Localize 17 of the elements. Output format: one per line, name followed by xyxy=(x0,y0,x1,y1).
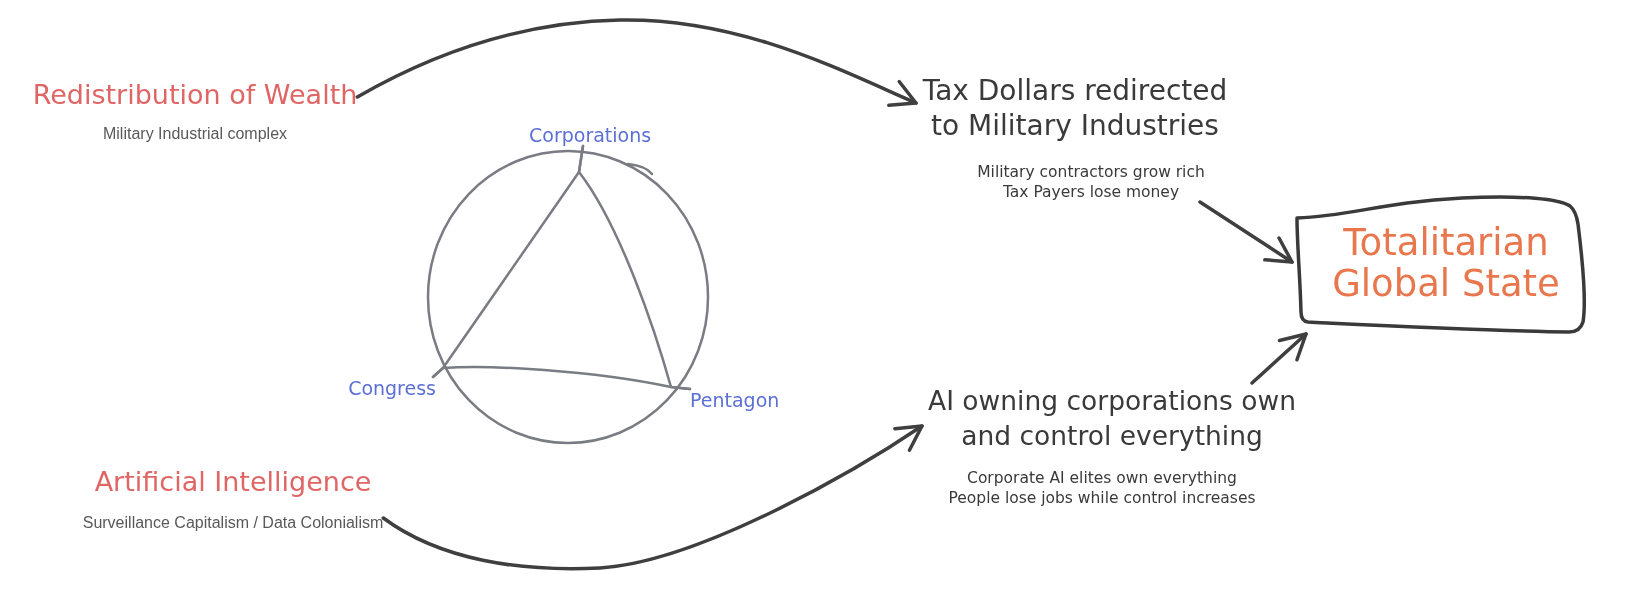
arrow xyxy=(1250,332,1308,385)
arrow xyxy=(1198,200,1294,264)
step-note: Corporate AI elites own everything People lose jobs while control increases xyxy=(947,468,1257,508)
step-title: AI owning corporations own and control everything xyxy=(927,384,1297,453)
step-note: Military contractors grow rich Tax Payers lose money xyxy=(976,162,1206,202)
step-title: Tax Dollars redirected to Military Industries xyxy=(921,73,1229,143)
subtitle-text: Surveillance Capitalism / Data Colonialism xyxy=(82,514,384,532)
vertex-label: Corporations xyxy=(529,124,652,146)
curved-arrow xyxy=(381,424,924,571)
triangle-side xyxy=(577,144,692,391)
heading-text: Redistribution of Wealth xyxy=(32,80,358,110)
box-title: Totalitarian Global State xyxy=(1331,222,1561,304)
curved-arrow xyxy=(355,18,918,107)
subtitle-text: Military Industrial complex xyxy=(102,125,288,143)
vertex-label: Pentagon xyxy=(690,389,780,411)
heading-text: Artificial Intelligence xyxy=(94,467,372,497)
vertex-label: Congress xyxy=(348,377,436,399)
